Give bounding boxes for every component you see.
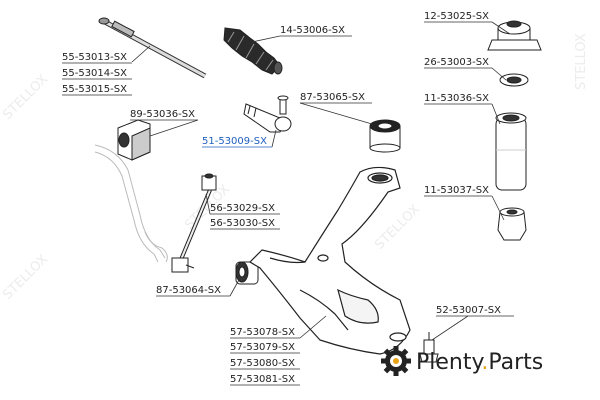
part-label[interactable]: 52-53007-SX — [436, 305, 501, 316]
strut-bearing-part[interactable] — [499, 73, 529, 87]
rear-bushing-part[interactable] — [369, 119, 401, 153]
ball-joint-part[interactable] — [419, 332, 439, 363]
brand-name-main: Plenty — [416, 350, 484, 375]
steering-boot-part[interactable] — [223, 27, 283, 75]
part-label[interactable]: 55-53015-SX — [62, 84, 127, 95]
watermark-text: STELLOX — [0, 252, 51, 303]
part-label[interactable]: 57-53081-SX — [230, 374, 295, 385]
shock-boot-part[interactable] — [495, 112, 527, 191]
strut-mount-part[interactable] — [487, 20, 542, 51]
brand-dot: . — [481, 350, 488, 375]
watermark-text: STELLOX — [372, 202, 423, 253]
part-label[interactable]: 55-53014-SX — [62, 68, 127, 79]
part-label[interactable]: 26-53003-SX — [424, 57, 489, 68]
stabilizer-link-part[interactable] — [171, 173, 217, 273]
part-label[interactable]: 12-53025-SX — [424, 11, 489, 22]
stabilizer-bar — [94, 144, 168, 263]
part-label[interactable]: 87-53064-SX — [156, 285, 221, 296]
brand-name-suffix: Parts — [488, 350, 543, 375]
part-label[interactable]: 56-53029-SX — [210, 203, 275, 214]
brand-logo: Plenty.Parts — [381, 346, 543, 376]
part-label[interactable]: 57-53080-SX — [230, 358, 295, 369]
lower-control-arm-part[interactable] — [249, 166, 411, 355]
part-label[interactable]: 11-53036-SX — [424, 93, 489, 104]
leader-lines — [131, 21, 511, 341]
part-label[interactable]: 87-53065-SX — [300, 92, 365, 103]
part-label[interactable]: 89-53036-SX — [130, 109, 195, 120]
part-label[interactable]: 57-53078-SX — [230, 327, 295, 338]
part-label[interactable]: 14-53006-SX — [280, 25, 345, 36]
bump-stop-part[interactable] — [497, 207, 527, 241]
tie-rod-part[interactable] — [98, 17, 207, 79]
part-labels: 55-53013-SX 55-53014-SX 55-53015-SX 14-5… — [62, 11, 514, 386]
watermark-text: STELLOX — [0, 72, 51, 123]
tie-rod-end-part[interactable] — [243, 95, 292, 133]
part-label[interactable]: 11-53037-SX — [424, 185, 489, 196]
front-bushing-part[interactable] — [235, 261, 259, 285]
sway-bar-bushing-part[interactable] — [117, 119, 151, 161]
watermark-text: STELLOX — [574, 33, 589, 90]
gear-icon — [381, 346, 411, 376]
part-label[interactable]: 57-53079-SX — [230, 342, 295, 353]
highlighted-part-label[interactable]: 51-53009-SX — [202, 136, 267, 147]
part-label[interactable]: 56-53030-SX — [210, 218, 275, 229]
part-label[interactable]: 55-53013-SX — [62, 52, 127, 63]
brand-name: Plenty.Parts — [416, 350, 543, 375]
